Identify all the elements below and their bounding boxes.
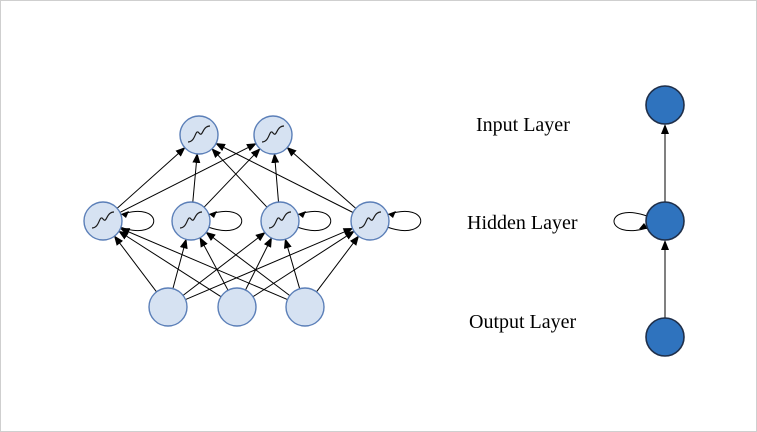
hidden-node-2-circle xyxy=(260,201,300,241)
edge-middle-2-to-top-0 xyxy=(211,148,268,208)
bottom-node-0 xyxy=(148,287,188,327)
recurrent-loop-3 xyxy=(386,210,422,232)
legend-recurrent-loop-arrow xyxy=(639,223,648,229)
edge-bottom-1-to-middle-3 xyxy=(252,230,355,298)
sigmoid-icon xyxy=(91,211,115,229)
legend-node-output xyxy=(645,317,685,357)
legend-recurrent-loop xyxy=(613,212,648,232)
edge-bottom-2-to-middle-3 xyxy=(316,235,360,293)
recurrent-loop-arrow-1 xyxy=(209,211,217,218)
hidden-node-0 xyxy=(83,201,123,241)
edge-bottom-1-to-middle-1 xyxy=(199,236,229,291)
recurrent-loop-1 xyxy=(207,210,243,232)
bottom-node-2 xyxy=(285,287,325,327)
output-layer-label: Output Layer xyxy=(469,311,577,333)
recurrent-loops xyxy=(119,210,422,232)
edge-bottom-2-to-middle-1 xyxy=(205,231,291,296)
edge-bottom-0-to-middle-2 xyxy=(182,231,266,296)
edge-bottom-1-to-middle-0 xyxy=(118,230,222,298)
legend-node-hidden xyxy=(645,201,685,241)
hidden-node-1-circle xyxy=(171,201,211,241)
edge-bottom-2-to-middle-2 xyxy=(283,238,301,289)
bottom-node-1-circle xyxy=(217,287,257,327)
network-nodes xyxy=(83,115,390,327)
legend-node-input xyxy=(645,85,685,125)
edge-bottom-0-to-middle-0 xyxy=(113,235,157,293)
edge-middle-1-to-top-1 xyxy=(203,148,261,208)
hidden-layer-label: Hidden Layer xyxy=(467,212,578,234)
recurrent-loop-2 xyxy=(296,210,332,232)
sigmoid-icon xyxy=(187,125,211,143)
input-layer-label: Input Layer xyxy=(476,114,570,136)
edge-bottom-2-to-middle-0 xyxy=(119,227,288,301)
legend-diagram xyxy=(613,85,685,357)
edge-bottom-0-to-middle-3 xyxy=(185,227,354,301)
hidden-node-0-circle xyxy=(83,201,123,241)
top-node-1-circle xyxy=(253,115,293,155)
edge-middle-3-to-top-1 xyxy=(286,146,357,209)
edge-middle-0-to-top-1 xyxy=(119,143,257,213)
network-edges xyxy=(113,143,360,301)
top-node-1 xyxy=(253,115,293,155)
hidden-node-1 xyxy=(171,201,211,241)
top-node-0-circle xyxy=(179,115,219,155)
bottom-node-2-circle xyxy=(285,287,325,327)
hidden-node-3-circle xyxy=(350,201,390,241)
recurrent-loop-arrow-0 xyxy=(121,211,129,218)
recurrent-loop-0 xyxy=(119,210,155,232)
sigmoid-icon xyxy=(358,211,382,229)
edge-bottom-0-to-middle-1 xyxy=(172,238,188,289)
recurrent-loop-arrow-3 xyxy=(388,211,396,218)
top-node-0 xyxy=(179,115,219,155)
edge-middle-2-to-top-1 xyxy=(271,152,280,203)
sigmoid-icon xyxy=(268,211,292,229)
hidden-node-3 xyxy=(350,201,390,241)
edge-bottom-1-to-middle-2 xyxy=(245,237,272,291)
edge-middle-1-to-top-0 xyxy=(192,152,201,203)
bottom-node-0-circle xyxy=(148,287,188,327)
sigmoid-icon xyxy=(179,211,203,229)
edge-middle-0-to-top-0 xyxy=(116,147,186,209)
recurrent-loop-arrow-2 xyxy=(298,211,306,218)
hidden-node-2 xyxy=(260,201,300,241)
edge-middle-3-to-top-0 xyxy=(215,143,354,213)
sigmoid-icon xyxy=(261,125,285,143)
bottom-node-1 xyxy=(217,287,257,327)
